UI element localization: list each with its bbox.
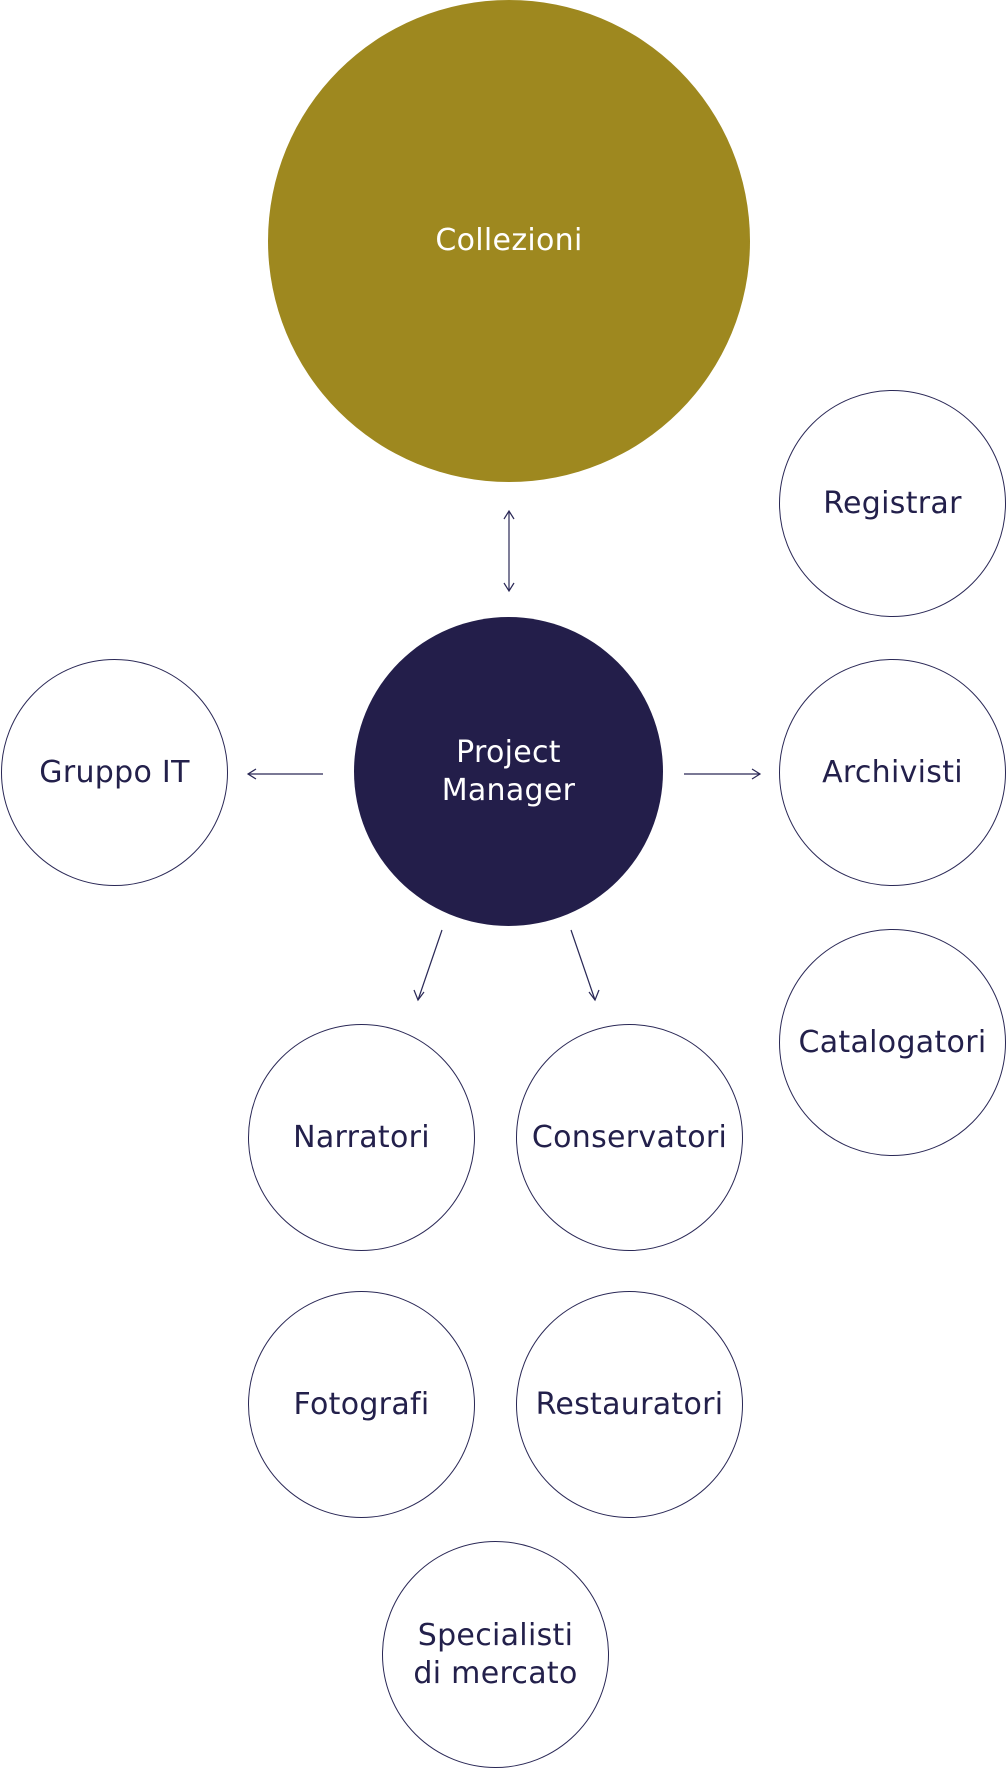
node-registrar-label: Registrar xyxy=(823,485,962,521)
node-specialisti-di-mercato: Specialisti di mercato xyxy=(382,1541,609,1768)
node-fotografi: Fotografi xyxy=(248,1291,475,1518)
arrow-collezioni-project-manager xyxy=(503,509,515,593)
node-archivisti: Archivisti xyxy=(779,659,1006,886)
node-collezioni-label: Collezioni xyxy=(435,223,583,258)
node-restauratori-label: Restauratori xyxy=(535,1386,724,1422)
node-catalogatori-label: Catalogatori xyxy=(798,1024,987,1060)
node-conservatori-label: Conservatori xyxy=(531,1119,728,1155)
node-fotografi-label: Fotografi xyxy=(293,1386,430,1422)
arrow-to-archivisti xyxy=(684,768,762,780)
node-gruppo-it-label: Gruppo IT xyxy=(39,754,190,790)
node-restauratori: Restauratori xyxy=(516,1291,743,1518)
node-narratori: Narratori xyxy=(248,1024,475,1251)
node-collezioni: Collezioni xyxy=(268,0,750,482)
node-project-manager-label: Project Manager xyxy=(441,734,576,808)
node-specialisti-label: Specialisti di mercato xyxy=(413,1617,578,1691)
node-registrar: Registrar xyxy=(779,390,1006,617)
node-gruppo-it: Gruppo IT xyxy=(1,659,228,886)
arrow-to-narratori xyxy=(413,929,443,1002)
arrow-to-conservatori xyxy=(570,929,600,1002)
node-archivisti-label: Archivisti xyxy=(822,754,963,790)
node-catalogatori: Catalogatori xyxy=(779,929,1006,1156)
node-narratori-label: Narratori xyxy=(293,1119,430,1155)
node-project-manager: Project Manager xyxy=(354,617,663,926)
arrow-to-gruppo-it xyxy=(246,768,323,780)
node-conservatori: Conservatori xyxy=(516,1024,743,1251)
